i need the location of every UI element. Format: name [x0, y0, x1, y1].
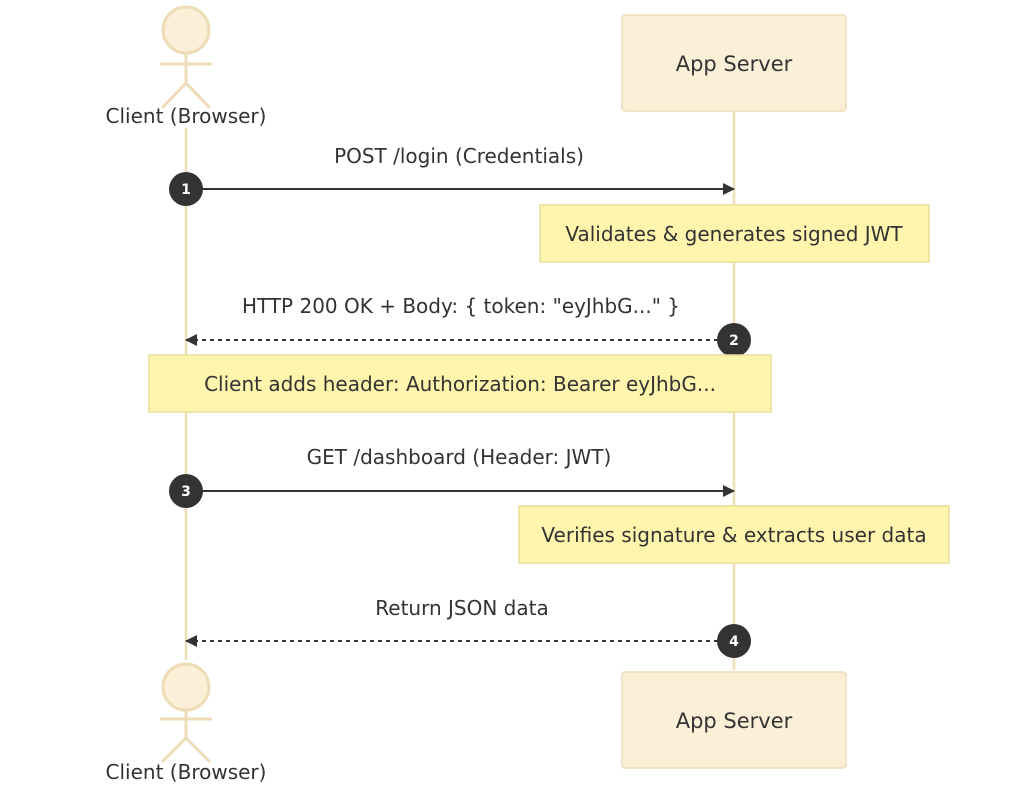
- message-1-label: POST /login (Credentials): [334, 144, 584, 168]
- client-label-top: Client (Browser): [106, 104, 267, 128]
- message-4: Return JSON data 4: [185, 596, 751, 658]
- step-badge-2: 2: [717, 323, 751, 357]
- note-verify: Verifies signature & extracts user data: [518, 505, 950, 564]
- user-figure-icon: [160, 5, 212, 110]
- note-add-header-label: Client adds header: Authorization: Beare…: [204, 372, 716, 396]
- note-add-header: Client adds header: Authorization: Beare…: [148, 354, 772, 413]
- client-actor-top: Client (Browser): [106, 5, 267, 128]
- server-label-top: App Server: [676, 52, 793, 76]
- step-badge-1: 1: [169, 172, 203, 206]
- message-3: GET /dashboard (Header: JWT) 3: [169, 445, 735, 508]
- step-badge-4: 4: [717, 624, 751, 658]
- note-validate: Validates & generates signed JWT: [539, 204, 930, 263]
- svg-text:4: 4: [729, 634, 739, 650]
- client-actor-bottom: Client (Browser): [106, 662, 267, 784]
- message-2-label: HTTP 200 OK + Body: { token: "eyJhbG..."…: [242, 294, 680, 318]
- user-figure-icon: [160, 662, 212, 764]
- svg-text:3: 3: [181, 484, 191, 500]
- server-box-top: App Server: [621, 14, 847, 112]
- client-label-bottom: Client (Browser): [106, 760, 267, 784]
- server-label-bottom: App Server: [676, 709, 793, 733]
- message-1: POST /login (Credentials) 1: [169, 144, 735, 206]
- message-3-label: GET /dashboard (Header: JWT): [307, 445, 612, 469]
- message-2: HTTP 200 OK + Body: { token: "eyJhbG..."…: [185, 294, 751, 357]
- message-4-label: Return JSON data: [375, 596, 548, 620]
- note-validate-label: Validates & generates signed JWT: [565, 222, 903, 246]
- svg-text:1: 1: [181, 182, 191, 198]
- note-verify-label: Verifies signature & extracts user data: [541, 523, 926, 547]
- svg-text:2: 2: [729, 333, 739, 349]
- step-badge-3: 3: [169, 474, 203, 508]
- server-box-bottom: App Server: [621, 671, 847, 769]
